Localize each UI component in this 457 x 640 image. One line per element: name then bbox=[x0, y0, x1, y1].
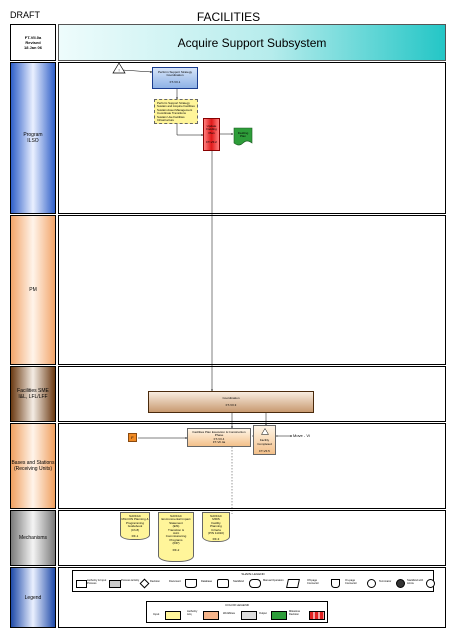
update-fielding-plan-box[interactable]: Update Fielding Plan FT-VII.2 bbox=[203, 118, 220, 151]
legend-shape-manual-operation bbox=[286, 579, 300, 588]
banner-title: Acquire Support Subsystem bbox=[177, 35, 327, 50]
connector-start-to-process bbox=[121, 69, 153, 73]
legend-item-manual-operation: Manual Operation bbox=[263, 578, 303, 588]
color-swatch-workflows bbox=[241, 611, 257, 620]
revision-date: 18 Jan 06 bbox=[23, 45, 42, 50]
move-label: Move - Vi bbox=[293, 433, 310, 438]
legend-shape-document bbox=[185, 579, 197, 588]
process-support-strategy[interactable]: Perform Support Strategy Coordination FT… bbox=[152, 67, 198, 89]
page-title: FACILITIES bbox=[196, 10, 261, 24]
coordination-process[interactable]: Coordination FT-VII.3 bbox=[148, 391, 314, 413]
legend-shape-terminator bbox=[396, 579, 405, 588]
legend-shape-onpage-connector bbox=[367, 579, 376, 588]
color-legend-item-authority: Authority Acq bbox=[187, 610, 223, 620]
lane-label-pm: PM bbox=[10, 215, 56, 365]
fielding-plan-document-label: Fielding Plan bbox=[237, 131, 249, 139]
color-legend-item-milestone: Milestone Decision bbox=[289, 610, 327, 620]
revision-box: FT-VII.0a Revised 18 Jan 06 bbox=[10, 24, 56, 61]
legend-item-database: Database bbox=[201, 578, 233, 588]
milestone-triangle-icon bbox=[260, 428, 269, 435]
draft-label: DRAFT bbox=[10, 10, 40, 20]
facility-completed-code: FT-VII.5 bbox=[259, 449, 270, 454]
shape-legend-title: SHAPE LEGEND bbox=[241, 572, 265, 576]
lane-area-pm bbox=[58, 215, 446, 365]
legend-item-document: Document bbox=[169, 578, 201, 588]
facilities-execution-code-2: FT-VII.4a bbox=[212, 440, 226, 445]
start-triangle-icon: ! bbox=[112, 62, 126, 74]
legend-item-process-activity: Process Activity bbox=[109, 578, 143, 588]
legend-item-onpage-connector: On-page Connector bbox=[345, 578, 379, 588]
shape-legend: SHAPE LEGEND Authority & Input Process P… bbox=[72, 570, 435, 592]
mechanism-document-3[interactable]: NAVFAC MIDS Facility Planning Criteria (… bbox=[202, 512, 230, 542]
offpage-connector-icon[interactable]: F bbox=[128, 433, 137, 442]
lane-label-program: Program ILSO bbox=[10, 62, 56, 214]
revision-label: Revised bbox=[25, 40, 41, 45]
legend-shape-offpage-connector bbox=[331, 579, 340, 588]
mechanism-document-1[interactable]: NAVFAC MILCON Planning & Programming Gui… bbox=[120, 512, 150, 540]
legend-item-offpage-connector: Off-page Connector bbox=[307, 578, 343, 588]
color-legend-item-workflows: Workflows bbox=[223, 610, 259, 620]
legend-item-terminator: Terminator bbox=[379, 578, 405, 588]
lane-label-bases-stations: Bases and Stations (Receiving Units) bbox=[10, 423, 56, 509]
color-legend-title: COLOR LEGEND bbox=[225, 603, 249, 607]
color-swatch-output bbox=[271, 611, 287, 620]
legend-shape-start-end bbox=[249, 579, 261, 588]
legend-shape-database bbox=[217, 579, 229, 588]
facilities-execution-code: FT-VII.4 bbox=[213, 436, 225, 441]
revision-code: FT-VII.0a bbox=[24, 35, 42, 40]
color-legend-item-input: Input bbox=[153, 610, 187, 620]
facilities-execution-process[interactable]: Facilities Plan Execution & Construction… bbox=[187, 428, 251, 447]
facility-completed-milestone[interactable]: Facility Completed FT-VII.5 bbox=[253, 425, 276, 455]
svg-text:!: ! bbox=[118, 68, 119, 73]
legend-item-start-end: Start/End bbox=[233, 578, 263, 588]
lane-label-facilities-sme: Facilities SME I&L, LFL/LFF bbox=[10, 366, 56, 422]
lane-label-mechanisms: Mechanisms bbox=[10, 510, 56, 566]
lane-area-bases-stations bbox=[58, 423, 446, 509]
lane-label-legend: Legend bbox=[10, 567, 56, 628]
mechanism-document-2[interactable]: NAVFAC Environmental Impact Statement (E… bbox=[158, 512, 194, 562]
legend-shape-authority-input bbox=[76, 580, 87, 588]
update-fielding-plan-code: FT-VII.2 bbox=[206, 140, 217, 145]
coordination-code: FT-VII.3 bbox=[225, 403, 237, 408]
facility-completed-label: Facility Completed bbox=[257, 438, 272, 446]
legend-shape-start-end-arrow bbox=[426, 579, 435, 588]
legend-item-authority-input: Authority & Input Process bbox=[76, 578, 110, 588]
color-legend-item-output: Output bbox=[259, 610, 289, 620]
title-banner: Acquire Support Subsystem bbox=[58, 24, 446, 61]
legend-item-decision: Decision bbox=[139, 578, 169, 589]
process-support-strategy-code: FT-VII.1 bbox=[169, 79, 181, 84]
connector-note-to-red bbox=[176, 124, 204, 136]
process-support-strategy-title: Perform Support Strategy Coordination bbox=[157, 70, 192, 78]
legend-shape-decision bbox=[139, 578, 150, 589]
fielding-plan-document-icon[interactable] bbox=[233, 127, 253, 147]
color-swatch-milestone bbox=[309, 611, 325, 620]
color-swatch-input bbox=[165, 611, 181, 620]
color-legend: COLOR LEGEND Input Authority Acq Workflo… bbox=[146, 601, 328, 623]
note-support-strategy[interactable]: Perform Support Strategy Sustain and Acq… bbox=[154, 99, 198, 124]
legend-item-start-end-arrow: Start/End with Arrow bbox=[407, 578, 435, 588]
color-swatch-authority bbox=[203, 611, 219, 620]
legend-shape-process-activity bbox=[109, 580, 121, 588]
